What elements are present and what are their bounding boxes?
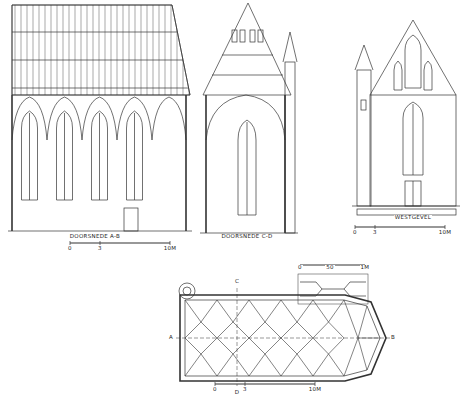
- scale-number: 10M: [438, 230, 453, 236]
- section-mark: C: [234, 279, 240, 285]
- view-title: WESTGEVEL: [394, 215, 433, 221]
- window: [57, 111, 73, 200]
- scale-number: 3: [242, 387, 248, 393]
- vault-arch: [152, 97, 186, 140]
- apse-rib: [358, 338, 367, 370]
- section-mark: D: [234, 390, 241, 396]
- west-facade: [352, 20, 460, 229]
- section-mark: B: [390, 335, 396, 341]
- window: [22, 111, 38, 200]
- view-title: DOORSNEDE A-B: [69, 234, 121, 240]
- view-title: DOORSNEDE C-D: [220, 234, 273, 240]
- window: [92, 111, 108, 200]
- mullion: [99, 113, 100, 200]
- window: [127, 111, 143, 200]
- scale-number: 1M: [360, 265, 371, 271]
- apse-rib: [344, 338, 358, 376]
- rib: [249, 300, 281, 376]
- scale-number: 3: [97, 246, 103, 252]
- apse-rib: [344, 300, 358, 338]
- scale-number: 0: [297, 265, 303, 271]
- mullion: [29, 113, 30, 200]
- floor-plan: [176, 265, 390, 386]
- mullion: [134, 113, 135, 200]
- section-cd: [200, 3, 298, 233]
- section-ab: [8, 5, 192, 245]
- section-mark: A: [168, 335, 174, 341]
- scale-number: 0: [67, 246, 73, 252]
- vault-bays: [12, 97, 186, 200]
- scale-number: 0: [352, 230, 358, 236]
- scale-number: 50: [325, 265, 335, 271]
- mullion: [64, 113, 65, 200]
- scale-number: 0: [212, 387, 218, 393]
- apse-rib: [358, 306, 367, 338]
- scale-number: 10M: [308, 387, 323, 393]
- scale-number: 3: [372, 230, 378, 236]
- scale-number: 10M: [163, 246, 178, 252]
